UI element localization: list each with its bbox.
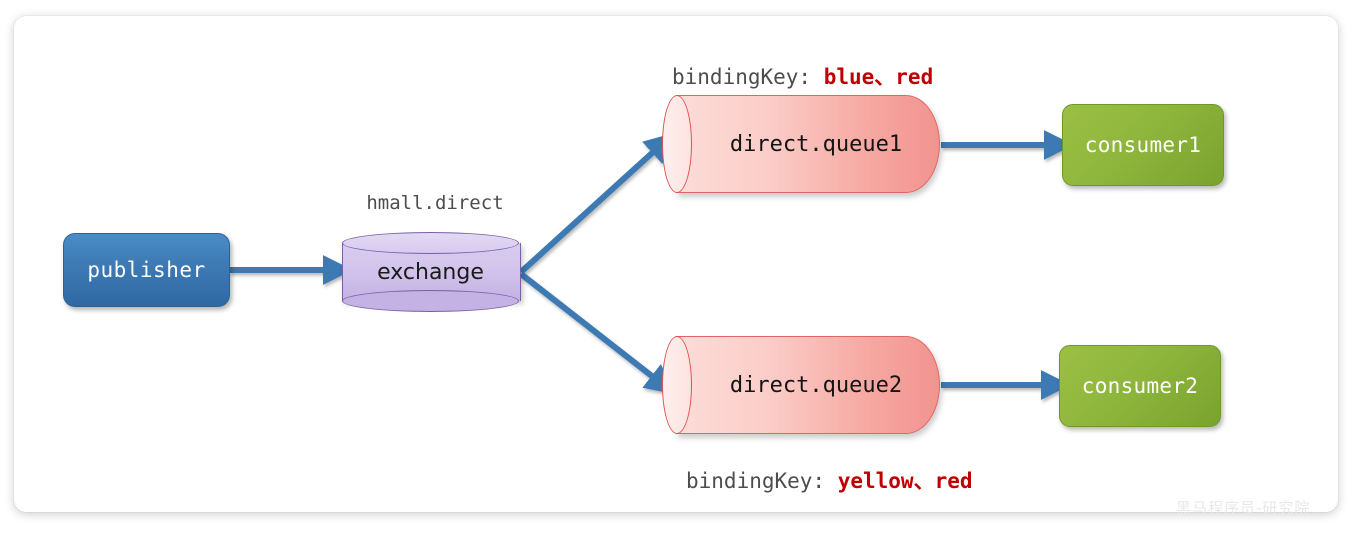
exchange-cylinder-top-ellipse	[342, 232, 519, 254]
binding-key-prefix-bottom: bindingKey:	[686, 469, 838, 493]
watermark: 黑马程序员-研究院	[1176, 499, 1311, 517]
node-queue1[interactable]: direct.queue1	[662, 95, 940, 193]
queue2-cylinder-body	[676, 336, 940, 434]
node-exchange-label: exchange	[377, 259, 484, 285]
node-consumer2[interactable]: consumer2	[1059, 345, 1221, 427]
binding-key-values-bottom: yellow、red	[837, 469, 973, 493]
binding-key-label-queue2: bindingKey: yellow、red	[686, 465, 973, 495]
queue1-cylinder-left-ellipse	[662, 95, 692, 193]
binding-key-label-queue1: bindingKey: blue、red	[672, 61, 933, 91]
queue1-cylinder-body	[676, 95, 940, 193]
node-queue2-label: direct.queue2	[729, 372, 903, 398]
binding-key-values-top: blue、red	[823, 65, 934, 89]
exchange-name-label: hmall.direct	[366, 192, 504, 214]
node-publisher-label: publisher	[87, 258, 206, 282]
exchange-cylinder-bottom-ellipse	[342, 290, 519, 312]
node-queue1-label: direct.queue1	[729, 131, 903, 157]
node-queue2[interactable]: direct.queue2	[662, 336, 940, 434]
node-publisher[interactable]: publisher	[63, 233, 230, 307]
node-consumer2-label: consumer2	[1081, 374, 1199, 398]
node-consumer1-label: consumer1	[1084, 133, 1202, 157]
node-consumer1[interactable]: consumer1	[1062, 104, 1224, 186]
binding-key-prefix-top: bindingKey:	[672, 65, 824, 89]
queue2-cylinder-left-ellipse	[662, 336, 692, 434]
node-exchange[interactable]: exchange	[342, 232, 521, 312]
